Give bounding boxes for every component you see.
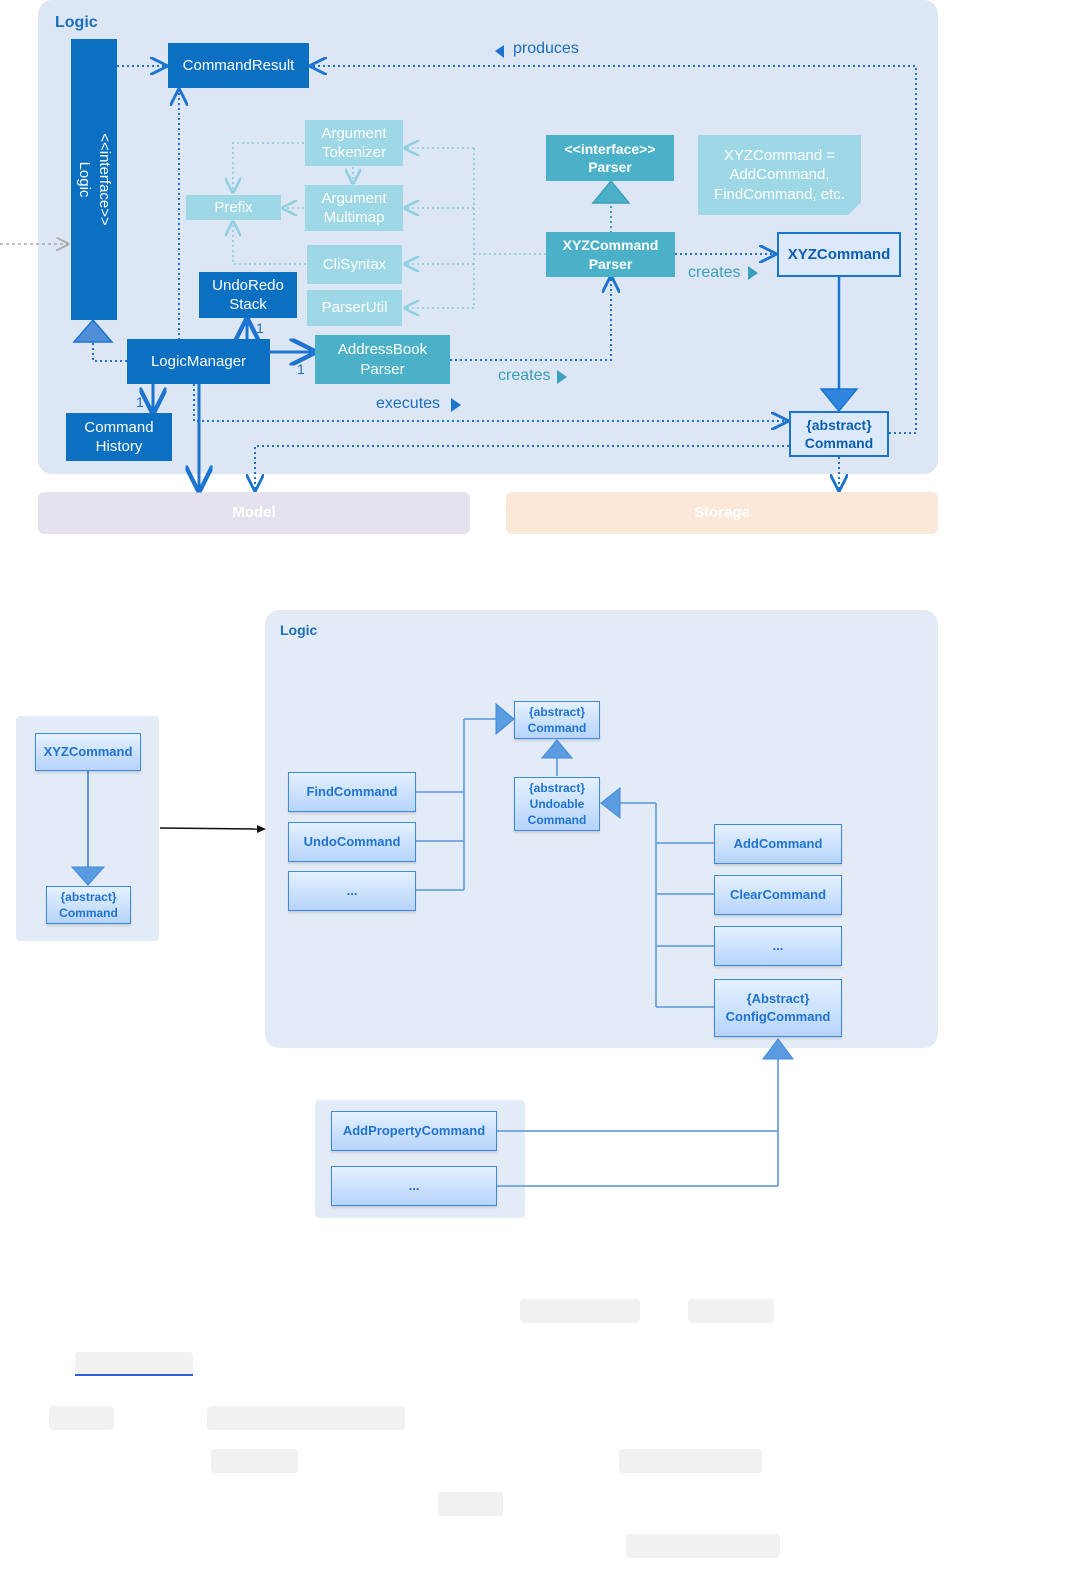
config-command[interactable]: {Abstract} ConfigCommand [714,979,842,1037]
model-package [38,492,470,534]
multiplicity-undo: 1 [256,320,264,336]
placeholder-block [688,1299,774,1323]
logic-package-bottom-title: Logic [280,622,318,638]
xyz-command[interactable]: XYZCommand [777,232,901,277]
other-command-1[interactable]: ... [288,871,416,911]
produces-label: produces [513,40,579,57]
placeholder-block [438,1492,503,1516]
addressbook-parser[interactable]: AddressBook Parser [315,335,450,384]
abstract-command[interactable]: {abstract} Command [789,411,889,457]
logic-package-title: Logic [55,14,98,31]
prefix[interactable]: Prefix [186,195,281,220]
placeholder-block [626,1534,780,1558]
clear-command[interactable]: ClearCommand [714,875,842,915]
placeholder-block [520,1299,640,1323]
placeholder-block [619,1449,762,1473]
multiplicity-history: 1 [136,394,144,410]
executes-label: executes [376,395,441,412]
undoable-command[interactable]: {abstract} Undoable Command [514,777,600,831]
find-command[interactable]: FindCommand [288,772,416,812]
legend-abstract-command[interactable]: {abstract} Command [46,886,131,924]
legend-xyz-command[interactable]: XYZCommand [35,733,141,771]
multiplicity-parser: 1 [297,361,305,377]
command-history[interactable]: Command History [66,413,172,461]
xyz-command-note: XYZCommand = AddCommand, FindCommand, et… [698,135,861,215]
bottom-abstract-command[interactable]: {abstract} Command [514,701,600,739]
storage-package-label: Storage [694,504,750,522]
xyz-command-parser[interactable]: XYZCommand Parser [546,232,675,277]
cli-syntax[interactable]: CliSyntax [307,245,402,284]
command-result[interactable]: CommandResult [168,43,309,88]
placeholder-block [207,1406,405,1430]
model-package-label: Model [232,504,276,522]
logic-manager[interactable]: LogicManager [127,339,270,384]
undo-command[interactable]: UndoCommand [288,822,416,862]
placeholder-link[interactable] [75,1352,193,1376]
storage-package [506,492,938,534]
other-command-2[interactable]: ... [714,926,842,966]
parser-util[interactable]: ParserUtil [307,290,402,326]
creates-label-xyz: creates [688,264,741,281]
placeholder-block [49,1406,114,1430]
interface-parser[interactable]: <<interface>> Parser [546,135,674,181]
creates-label-parser: creates [498,367,551,384]
logic-interface[interactable]: <<interface>> Logic [71,39,117,320]
add-property-command[interactable]: AddPropertyCommand [331,1111,497,1151]
argument-multimap[interactable]: Argument Multimap [305,185,403,231]
undo-redo-stack[interactable]: UndoRedo Stack [199,272,297,318]
placeholder-block [211,1449,298,1473]
other-command-3[interactable]: ... [331,1166,497,1206]
argument-tokenizer[interactable]: Argument Tokenizer [305,120,403,166]
add-command[interactable]: AddCommand [714,824,842,864]
